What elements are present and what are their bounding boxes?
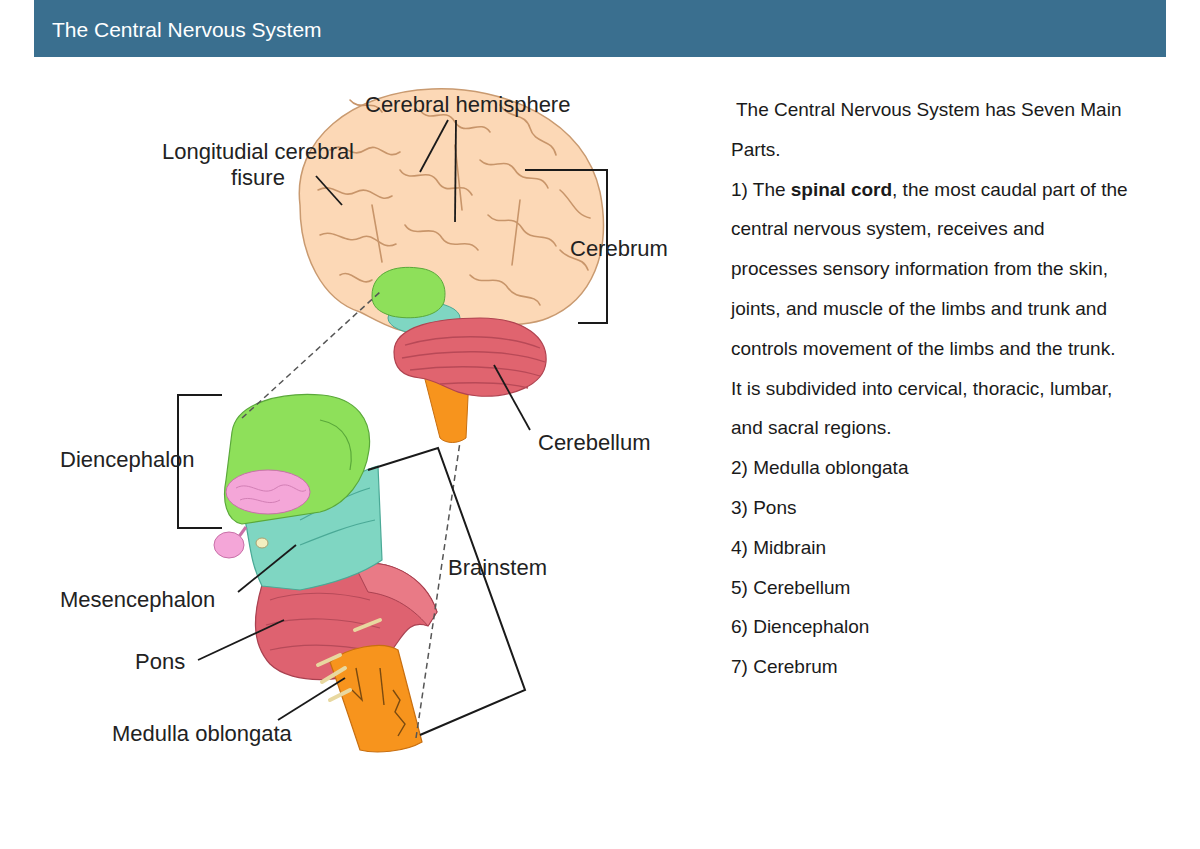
leader-line bbox=[278, 678, 345, 720]
brainstem-bracket bbox=[368, 448, 525, 735]
mammillary-shape bbox=[256, 538, 268, 548]
body-text: 6) Diencephalon bbox=[731, 616, 869, 637]
part-label: Brainstem bbox=[448, 555, 547, 581]
body-text: 5) Cerebellum bbox=[731, 577, 850, 598]
diencephalon-shape bbox=[372, 267, 445, 317]
pons-fibers bbox=[266, 593, 380, 652]
leader-lines bbox=[198, 120, 530, 720]
part-label: Mesencephalon bbox=[60, 587, 215, 613]
part-label: Pons bbox=[135, 649, 185, 675]
part-label: Longitudial cerebral fisure bbox=[140, 139, 376, 191]
thalamus-shape bbox=[226, 470, 310, 514]
body-text: 2) Medulla oblongata bbox=[731, 457, 908, 478]
cerebellum-shape bbox=[394, 318, 546, 396]
text-column: The Central Nervous System has Seven Mai… bbox=[731, 90, 1129, 687]
thalamus-marks bbox=[236, 485, 306, 503]
pituitary-shape bbox=[214, 532, 244, 558]
projection-lines bbox=[242, 292, 460, 738]
body-text: , the most caudal part of the central ne… bbox=[731, 179, 1128, 439]
paragraph: 4) Midbrain bbox=[731, 528, 1129, 568]
folia bbox=[402, 337, 545, 388]
leader-line bbox=[455, 120, 456, 222]
medulla-marks bbox=[352, 668, 405, 736]
brainstem-detail bbox=[214, 394, 437, 751]
body-text: 7) Cerebrum bbox=[731, 656, 838, 677]
leader-line bbox=[420, 120, 448, 172]
paragraph: 7) Cerebrum bbox=[731, 647, 1129, 687]
body-text: 3) Pons bbox=[731, 497, 796, 518]
paragraph: 3) Pons bbox=[731, 488, 1129, 528]
leader-line bbox=[238, 545, 296, 592]
part-label: Cerebrum bbox=[570, 236, 668, 262]
body-text: The Central Nervous System has Seven Mai… bbox=[731, 99, 1121, 160]
part-label: Medulla oblongata bbox=[112, 721, 292, 747]
diencephalon-fold bbox=[320, 420, 351, 470]
body-text: 1) The bbox=[731, 179, 786, 200]
paragraph: The Central Nervous System has Seven Mai… bbox=[731, 90, 1129, 170]
peduncle-shape bbox=[355, 563, 437, 626]
paragraph: 5) Cerebellum bbox=[731, 568, 1129, 608]
key-term: spinal cord bbox=[791, 179, 892, 200]
body-text: 4) Midbrain bbox=[731, 537, 826, 558]
leader-line bbox=[494, 365, 530, 430]
part-label: Cerebral hemisphere bbox=[365, 92, 570, 118]
part-label: Cerebellum bbox=[538, 430, 651, 456]
gyri bbox=[318, 100, 590, 305]
medulla-shape bbox=[330, 646, 422, 752]
leader-line bbox=[316, 176, 342, 205]
cerebrum-shape bbox=[299, 89, 603, 333]
part-label: Diencephalon bbox=[60, 447, 195, 473]
title-bar bbox=[34, 0, 1166, 57]
paragraph: 2) Medulla oblongata bbox=[731, 448, 1129, 488]
paragraph: 1) Thespinal cord, the most caudal part … bbox=[731, 170, 1129, 449]
leader-line bbox=[198, 620, 284, 660]
paragraph: 6) Diencephalon bbox=[731, 607, 1129, 647]
slide-title: The Central Nervous System bbox=[52, 0, 322, 57]
